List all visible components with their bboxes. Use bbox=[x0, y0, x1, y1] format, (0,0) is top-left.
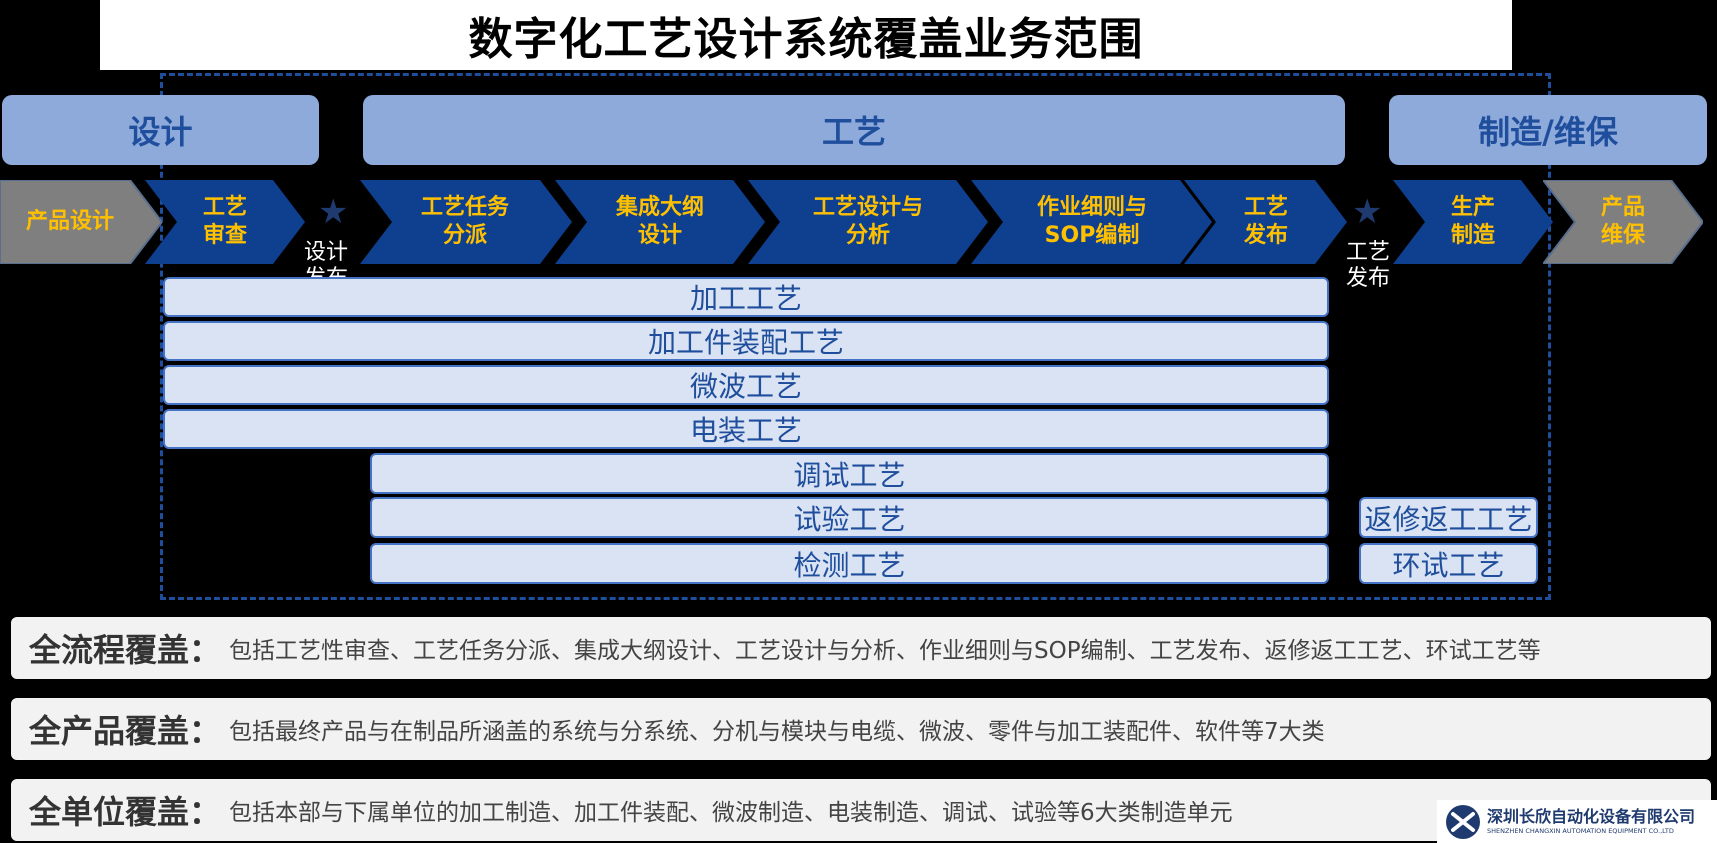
chevron-outline-design: 集成大纲设计 bbox=[555, 180, 765, 264]
bar-assembly: 加工件装配工艺 bbox=[163, 321, 1329, 361]
coverage-process-panel: 全流程覆盖： 包括工艺性审查、工艺任务分派、集成大纲设计、工艺设计与分析、作业细… bbox=[11, 617, 1711, 679]
coverage-unit-panel: 全单位覆盖： 包括本部与下属单位的加工制造、加工件装配、微波制造、电装制造、调试… bbox=[11, 779, 1711, 841]
star-icon: ★ bbox=[318, 192, 349, 232]
company-logo-icon bbox=[1446, 804, 1480, 839]
category-design: 设计 bbox=[2, 95, 319, 165]
chevron-production: 生产制造 bbox=[1393, 180, 1553, 264]
bar-inspection: 检测工艺 bbox=[370, 543, 1329, 584]
panel-text: 包括工艺性审查、工艺任务分派、集成大纲设计、工艺设计与分析、作业细则与SOP编制… bbox=[229, 638, 1541, 664]
panel-text: 包括本部与下属单位的加工制造、加工件装配、微波制造、电装制造、调试、试验等6大类… bbox=[229, 800, 1233, 826]
coverage-product-panel: 全产品覆盖： 包括最终产品与在制品所涵盖的系统与分系统、分机与模块与电缆、微波、… bbox=[11, 698, 1711, 760]
bar-electrical: 电装工艺 bbox=[163, 409, 1329, 449]
panel-heading: 全产品覆盖 bbox=[29, 712, 190, 750]
milestone-process-release: 工艺发布 bbox=[1346, 240, 1391, 291]
bar-debugging: 调试工艺 bbox=[370, 453, 1329, 494]
panel-heading: 全单位覆盖 bbox=[29, 793, 190, 831]
category-manufacturing: 制造/维保 bbox=[1389, 95, 1707, 165]
panel-text: 包括最终产品与在制品所涵盖的系统与分系统、分机与模块与电缆、微波、零件与加工装配… bbox=[229, 719, 1325, 745]
bar-rework: 返修返工工艺 bbox=[1359, 497, 1538, 538]
company-name: 深圳长欣自动化设备有限公司 bbox=[1487, 806, 1696, 826]
title-banner: 数字化工艺设计系统覆盖业务范围 bbox=[100, 0, 1512, 70]
chevron-maintenance: 产品维保 bbox=[1543, 180, 1703, 264]
bar-env-test: 环试工艺 bbox=[1359, 543, 1538, 584]
chevron-process-analysis: 工艺设计与分析 bbox=[748, 180, 988, 264]
chevron-process-review: 工艺审查 bbox=[145, 180, 305, 264]
chevron-release: 工艺发布 bbox=[1184, 180, 1347, 264]
star-icon: ★ bbox=[1352, 192, 1383, 232]
page-title: 数字化工艺设计系统覆盖业务范围 bbox=[468, 14, 1144, 65]
company-name-en: SHENZHEN CHANGXIN AUTOMATION EQUIPMENT C… bbox=[1487, 826, 1674, 835]
company-logo: 深圳长欣自动化设备有限公司 SHENZHEN CHANGXIN AUTOMATI… bbox=[1437, 800, 1717, 843]
chevron-label: 产品设计 bbox=[25, 209, 114, 234]
bar-testing: 试验工艺 bbox=[370, 497, 1329, 538]
chevron-product-design: 产品设计 bbox=[0, 180, 162, 264]
category-process: 工艺 bbox=[363, 95, 1345, 165]
scope-frame bbox=[160, 73, 1551, 600]
bar-machining: 加工工艺 bbox=[163, 277, 1329, 317]
panel-heading: 全流程覆盖 bbox=[29, 631, 190, 669]
bar-microwave: 微波工艺 bbox=[163, 365, 1329, 405]
chevron-task-dispatch: 工艺任务分派 bbox=[360, 180, 572, 264]
